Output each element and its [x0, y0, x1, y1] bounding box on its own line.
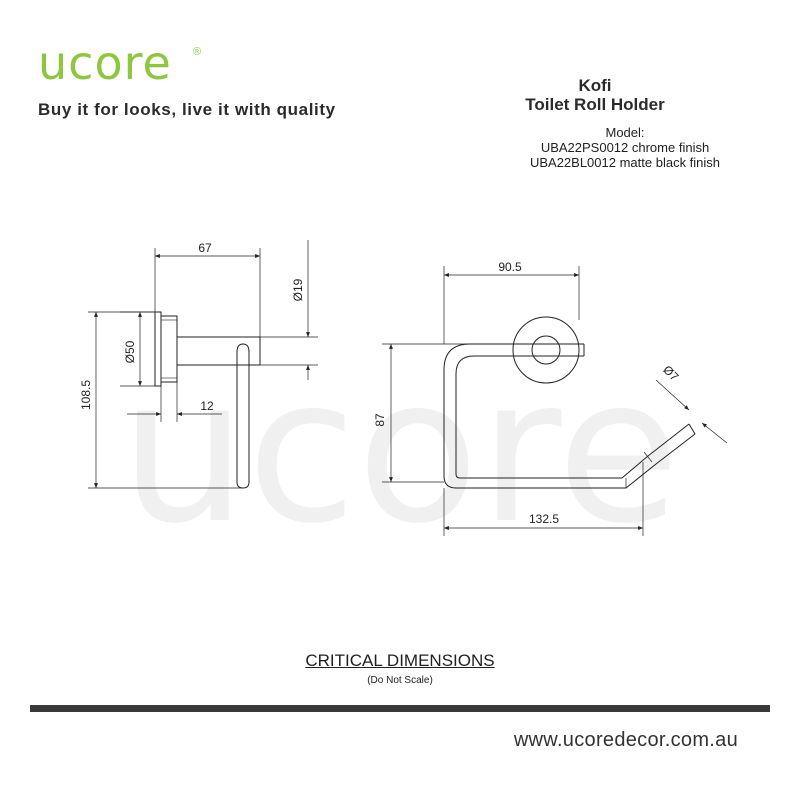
dim-front-top-width: 90.5 [498, 260, 522, 274]
dim-arm-diameter: Ø19 [291, 278, 305, 301]
product-type: Toilet Roll Holder [525, 95, 665, 114]
holder-outer-outline [443, 343, 696, 489]
front-view [382, 266, 728, 536]
dim-side-depth: 12 [200, 399, 214, 413]
brand-logo: ucore [38, 36, 172, 90]
model-matte-black: UBA22BL0012 matte black finish [529, 155, 721, 170]
dim-front-height: 87 [373, 413, 387, 427]
watermark-logo: ucore [120, 335, 680, 568]
dim-side-height: 108.5 [79, 380, 93, 410]
rose-outer [512, 316, 580, 384]
dim-rose-diameter: Ø50 [123, 340, 137, 363]
holder-inner-outline [455, 355, 690, 479]
product-name: Kofi [578, 76, 612, 95]
registered-mark: ® [193, 46, 202, 58]
model-chrome: UBA22PS0012 chrome finish [540, 140, 710, 155]
model-label: Model: [605, 125, 645, 140]
brand-tagline: Buy it for looks, live it with quality [38, 100, 336, 119]
website-link[interactable]: www.ucoredecor.com.au [513, 729, 738, 751]
footer-divider [30, 705, 770, 712]
critical-dimensions-title: CRITICAL DIMENSIONS [305, 651, 495, 670]
arm-section [531, 335, 561, 365]
dim-side-width: 67 [198, 241, 212, 255]
rose-cover [160, 315, 178, 383]
dim-front-bottom-width: 132.5 [529, 512, 559, 526]
roll-rod-side [236, 343, 250, 489]
do-not-scale-note: (Do Not Scale) [367, 675, 433, 686]
side-view [88, 240, 318, 489]
